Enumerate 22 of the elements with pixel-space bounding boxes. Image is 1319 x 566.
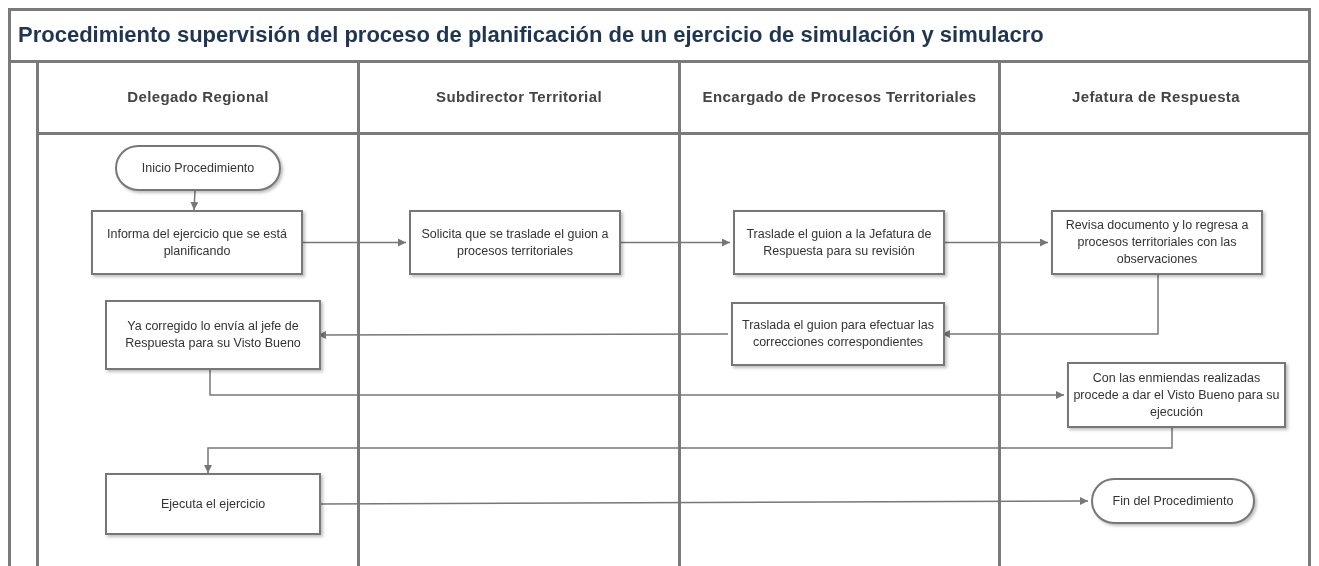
terminal-node: Inicio Procedimiento — [115, 145, 281, 191]
lane-header: Encargado de Procesos Territoriales — [702, 88, 977, 107]
swimlane — [678, 63, 998, 566]
arrow — [204, 427, 1173, 474]
arrow — [209, 369, 1065, 399]
terminal-node: Fin del Procedimiento — [1091, 478, 1255, 524]
swimlane — [36, 63, 357, 566]
arrow — [190, 190, 199, 211]
lane-header: Delegado Regional — [127, 88, 269, 107]
process-box: Traslade el guion a la Jefatura de Respuesta para su revisión — [733, 210, 945, 275]
process-box: Ejecuta el ejercicio — [105, 473, 321, 535]
swimlane — [357, 63, 678, 566]
process-box: Solicita que se traslade el guion a procesos territoriales — [409, 210, 621, 275]
process-box: Ya corregido lo envía al jefe de Respuesta para su Visto Bueno — [105, 300, 321, 370]
lane-header: Subdirector Territorial — [436, 88, 602, 107]
process-box: Traslada el guion para efectuar las correcciones correspondientes — [731, 302, 945, 366]
lane-header: Jefatura de Respuesta — [1072, 88, 1240, 107]
diagram-title: Procedimiento supervisión del proceso de planificación de un ejercicio de simulación y simulacro — [18, 20, 1044, 49]
process-box: Informa del ejercicio que se está planificando — [91, 210, 303, 275]
process-box: Con las enmiendas realizadas procede a dar el Visto Bueno para su ejecución — [1067, 362, 1286, 428]
process-box: Revisa documento y lo regresa a procesos territoriales con las observaciones — [1051, 210, 1263, 275]
swimlane — [998, 63, 1311, 566]
